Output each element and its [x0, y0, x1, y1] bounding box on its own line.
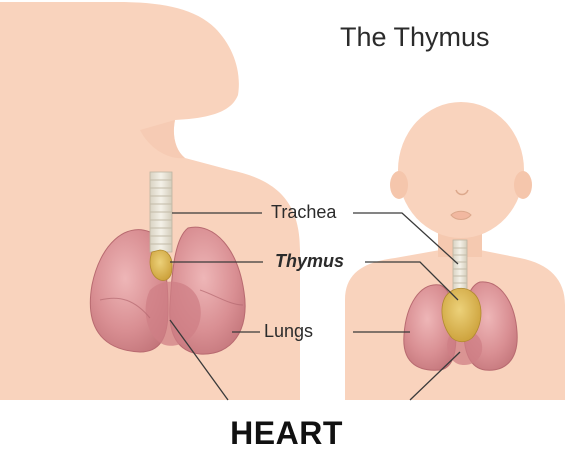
thymus-label: Thymus: [275, 251, 344, 272]
trachea-label: Trachea: [271, 202, 336, 223]
adult-figure: [0, 2, 300, 400]
child-figure: [345, 102, 565, 400]
child-left-ear: [390, 171, 408, 199]
heart-caption: HEART: [0, 415, 573, 452]
child-right-ear: [514, 171, 532, 199]
lungs-label: Lungs: [264, 321, 313, 342]
diagram-title: The Thymus: [340, 22, 490, 53]
